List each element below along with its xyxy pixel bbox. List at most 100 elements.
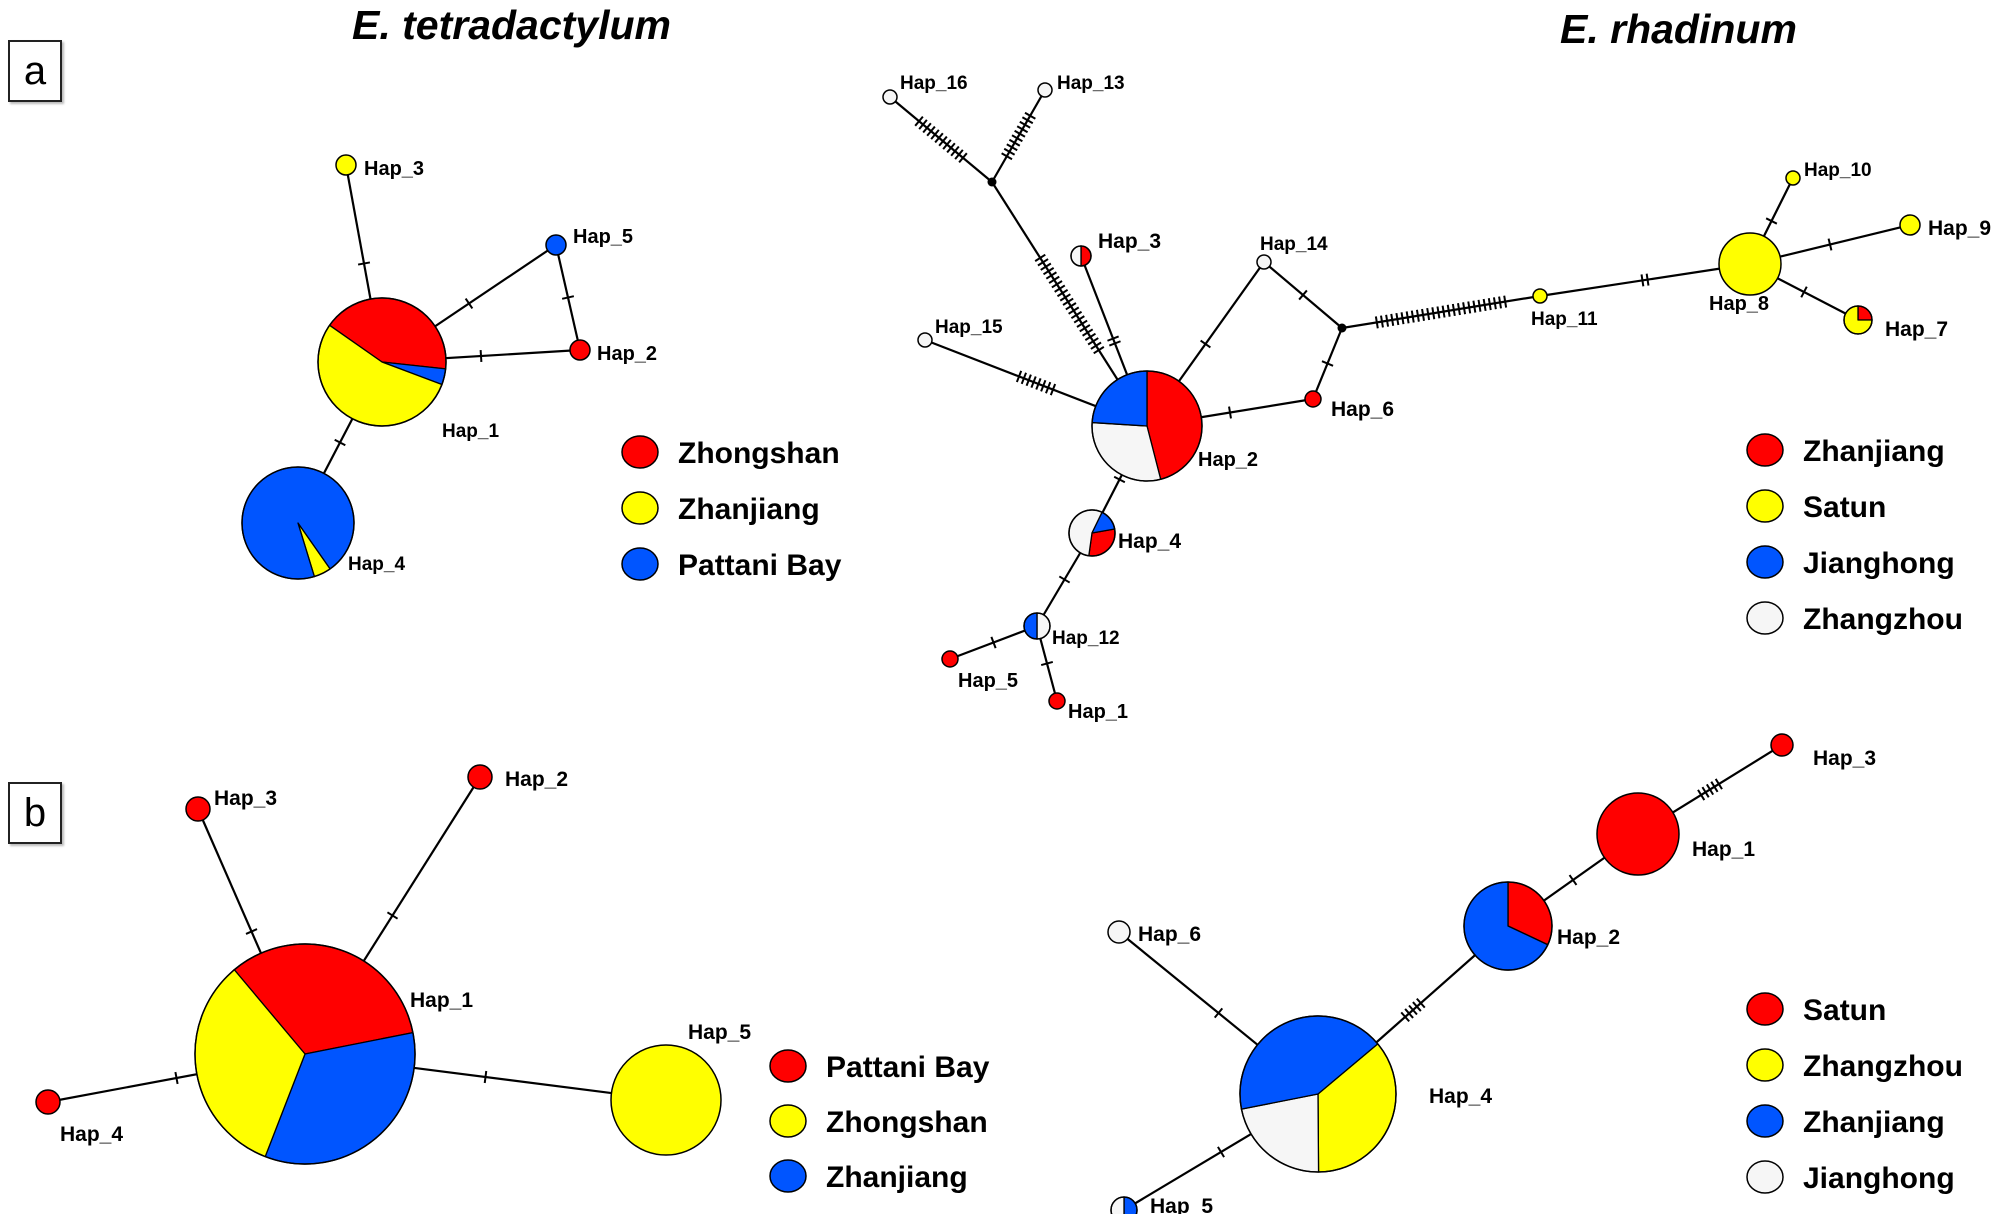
pie-outline xyxy=(317,297,447,427)
pie-full xyxy=(545,234,567,256)
legend-swatch-yellow xyxy=(621,491,659,525)
pie-outline xyxy=(1110,1196,1138,1219)
legend-label: Satun xyxy=(1803,994,1886,1027)
mutation-tick xyxy=(1457,303,1461,316)
legend-swatch-white xyxy=(1746,601,1784,635)
mutation-tick xyxy=(1015,370,1023,383)
mutation-tick xyxy=(1503,295,1508,308)
haplotype-label: Hap_4 xyxy=(1429,1085,1492,1108)
legend-label: Zhanjiang xyxy=(826,1161,968,1194)
panel-label-a: a xyxy=(8,40,62,102)
mutation-tick xyxy=(922,122,932,134)
haplotype-label: Hap_2 xyxy=(505,768,568,791)
mutation-tick xyxy=(1446,304,1451,317)
mutation-tick xyxy=(245,928,258,935)
haplotype-label: Hap_11 xyxy=(1531,309,1598,330)
mutation-tick xyxy=(1070,310,1083,320)
mutation-tick xyxy=(1482,298,1487,312)
species-title-left: E. tetradactylum xyxy=(352,2,671,48)
haplotype-node-hap-6: Hap_6 xyxy=(1304,390,1394,421)
pie-full xyxy=(185,796,211,822)
mutation-tick xyxy=(479,349,483,363)
pie-outline xyxy=(1463,881,1553,971)
legend-swatch-white xyxy=(1746,1160,1784,1194)
mutation-tick xyxy=(386,911,399,920)
haplotype-label: Hap_13 xyxy=(1057,73,1125,94)
mutation-tick xyxy=(561,295,575,300)
pie-full xyxy=(1899,214,1921,236)
mutation-tick xyxy=(1321,360,1334,367)
legend-label: Zhanjiang xyxy=(1803,435,1945,468)
haplotype-node-hap-2: Hap_2 xyxy=(1463,881,1620,971)
edge-Hap_11-Hap_8 xyxy=(1539,262,1751,298)
haplotype-label: Hap_4 xyxy=(348,554,405,575)
mutation-tick xyxy=(1390,313,1395,326)
pie-slice-blue xyxy=(1023,612,1038,640)
haplotype-node-hap-1: Hap_1 xyxy=(1048,692,1128,723)
mutation-tick xyxy=(1498,296,1502,309)
haplotype-node-hap-4: Hap_4 xyxy=(1068,509,1181,557)
haplotype-node-hap-5: Hap_5 xyxy=(941,650,1018,692)
mutation-tick xyxy=(1037,258,1049,267)
mutation-tick xyxy=(1059,293,1071,302)
haplotype-node-hap-3: Hap_3 xyxy=(1070,230,1161,267)
mutation-tick xyxy=(1714,778,1723,790)
mutation-tick xyxy=(1030,376,1037,389)
pie-slice-white xyxy=(1036,612,1051,640)
haplotype-node-hap-9: Hap_9 xyxy=(1899,214,1991,240)
pie-full xyxy=(882,89,898,105)
haplotype-node-hap-5: Hap_5 xyxy=(545,226,633,256)
haplotype-label: Hap_12 xyxy=(1052,628,1120,649)
mutation-tick xyxy=(1710,781,1719,793)
mutation-tick xyxy=(938,135,948,147)
pie-outline xyxy=(1023,612,1051,640)
mutation-tick xyxy=(1014,129,1026,138)
legend-swatch-red xyxy=(769,1049,807,1083)
mutation-tick xyxy=(1421,308,1425,321)
mutation-tick xyxy=(1765,217,1778,225)
mutation-tick xyxy=(914,115,924,127)
haplotype-node-hap-1: Hap_1 xyxy=(1596,792,1755,876)
haplotype-node-hap-8: Hap_8 xyxy=(1709,232,1782,315)
haplotype-label: Hap_1 xyxy=(1068,701,1128,723)
haplotype-node-hap-10: Hap_10 xyxy=(1785,160,1872,186)
mutation-tick xyxy=(1006,143,1018,152)
mutation-tick xyxy=(1487,298,1492,311)
mutation-tick xyxy=(1001,152,1013,161)
haplotype-node-hap-2: Hap_2 xyxy=(1091,370,1258,482)
legend-label: Pattani Bay xyxy=(678,549,842,582)
pie-full xyxy=(1037,82,1053,98)
pie-full xyxy=(1048,692,1066,710)
mutation-tick xyxy=(1045,381,1052,394)
haplotype-node-hap-2: Hap_2 xyxy=(569,339,657,365)
mutation-tick xyxy=(1068,306,1080,315)
mutation-tick xyxy=(334,438,346,447)
haplotype-label: Hap_3 xyxy=(214,787,277,810)
panel-label-b: b xyxy=(8,782,62,844)
mutation-tick xyxy=(946,142,956,154)
legend-swatch-yellow xyxy=(1746,1048,1784,1082)
haplotype-label: Hap_3 xyxy=(1813,747,1876,770)
haplotype-node-hap-1: Hap_1 xyxy=(194,943,473,1165)
mutation-tick xyxy=(1701,786,1710,798)
pie-full xyxy=(1718,232,1782,296)
mutation-tick xyxy=(1065,302,1077,311)
mutation-tick xyxy=(954,149,964,160)
haplotype-label: Hap_5 xyxy=(573,226,633,248)
mutation-tick xyxy=(990,636,997,649)
mutation-tick xyxy=(1800,286,1808,298)
haplotype-label: Hap_1 xyxy=(1692,838,1755,861)
mutation-tick xyxy=(1076,319,1088,328)
mutation-tick xyxy=(1451,303,1456,317)
legend-swatch-blue xyxy=(769,1159,807,1193)
mutation-tick xyxy=(934,132,944,144)
haplotype-node-hap-6: Hap_6 xyxy=(1107,920,1201,946)
mutation-tick xyxy=(1405,311,1410,324)
legend-label: Jianghong xyxy=(1803,547,1955,580)
mutation-tick xyxy=(1090,341,1102,350)
